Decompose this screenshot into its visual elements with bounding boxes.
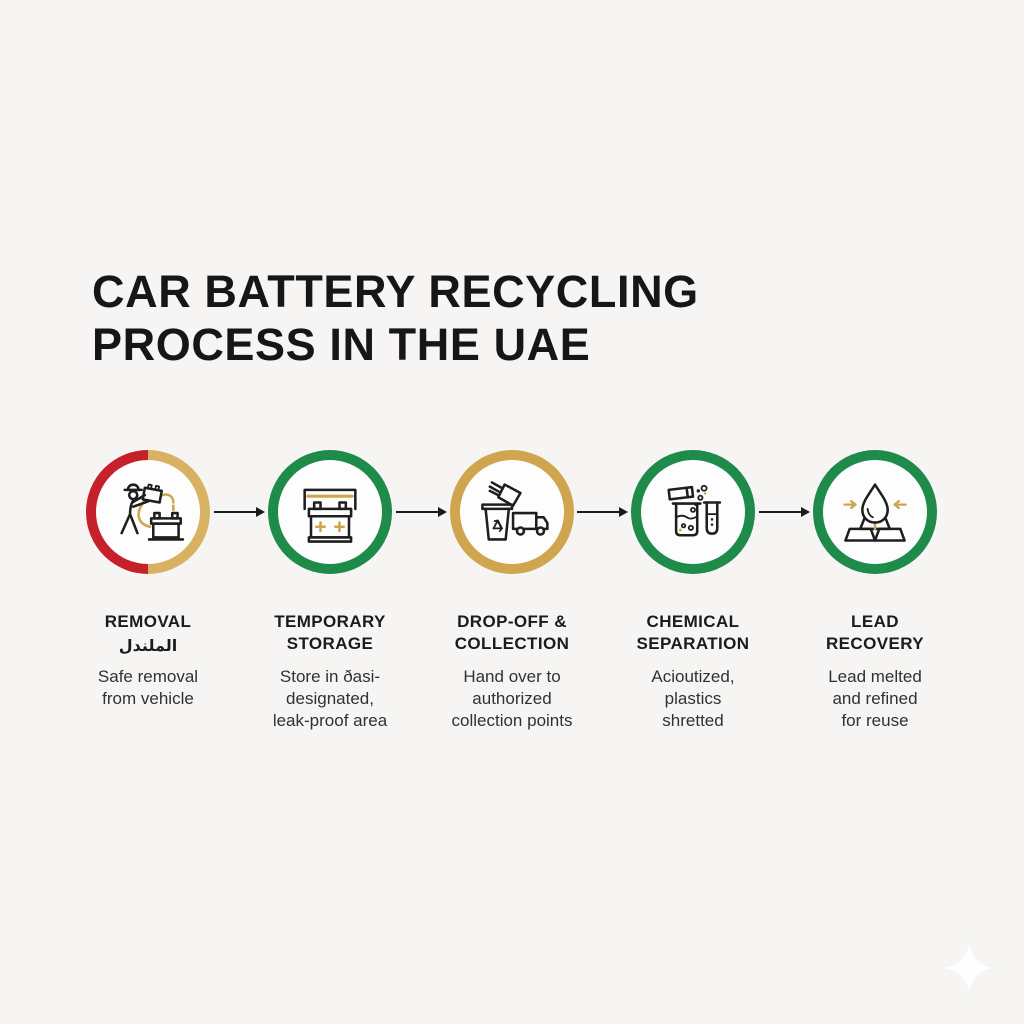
step-heading: TEMPORARY STORAGE bbox=[274, 612, 386, 653]
step-description: Acioutized, plastics shretted bbox=[651, 666, 735, 731]
arrow-right-icon bbox=[396, 505, 447, 518]
beaker-and-test-tube-icon bbox=[667, 484, 722, 537]
step-heading: DROP-OFF & COLLECTION bbox=[454, 612, 570, 653]
arrow-right-icon bbox=[759, 505, 810, 518]
step-description: Store in ðasi- designated, leak-proof ar… bbox=[272, 666, 388, 731]
step-heading-arabic: الملندل bbox=[118, 635, 178, 655]
step-heading: CHEMICAL SEPARATION bbox=[636, 612, 750, 653]
step-description: Lead melted and refined for reuse bbox=[828, 666, 922, 731]
step-removal: REMOVAL الملندل Safe removal from vehicl… bbox=[63, 450, 233, 711]
step-description: Hand over to authorized collection point… bbox=[451, 666, 573, 731]
step-heading: REMOVAL bbox=[104, 612, 192, 631]
step-circle-red-gold bbox=[86, 450, 210, 574]
battery-on-shelf-icon bbox=[303, 488, 357, 543]
sparkle-icon bbox=[944, 943, 994, 993]
step-circle-gold bbox=[450, 450, 574, 574]
step-heading: LEAD RECOVERY bbox=[826, 612, 924, 653]
page-title: CAR BATTERY RECYCLING PROCESS IN THE UAE bbox=[92, 266, 699, 370]
step-lead-recovery: LEAD RECOVERY Lead melted and refined fo… bbox=[790, 450, 960, 733]
step-circle-green bbox=[813, 450, 937, 574]
step-drop-off-collection: DROP-OFF & COLLECTION Hand over to autho… bbox=[427, 450, 597, 733]
worker-removing-battery-icon bbox=[120, 483, 185, 541]
lead-ingots-droplet-icon bbox=[843, 483, 907, 542]
step-chemical-separation: CHEMICAL SEPARATION Acioutized, plastics… bbox=[608, 450, 778, 733]
recycle-bin-and-truck-icon bbox=[481, 481, 549, 541]
process-flow: REMOVAL الملندل Safe removal from vehicl… bbox=[0, 450, 1024, 750]
arrow-right-icon bbox=[577, 505, 628, 518]
step-description: Safe removal from vehicle bbox=[97, 666, 199, 709]
arrow-right-icon bbox=[214, 505, 265, 518]
step-circle-green bbox=[268, 450, 392, 574]
step-circle-green bbox=[631, 450, 755, 574]
step-temporary-storage: TEMPORARY STORAGE Store in ðasi- designa… bbox=[245, 450, 415, 733]
